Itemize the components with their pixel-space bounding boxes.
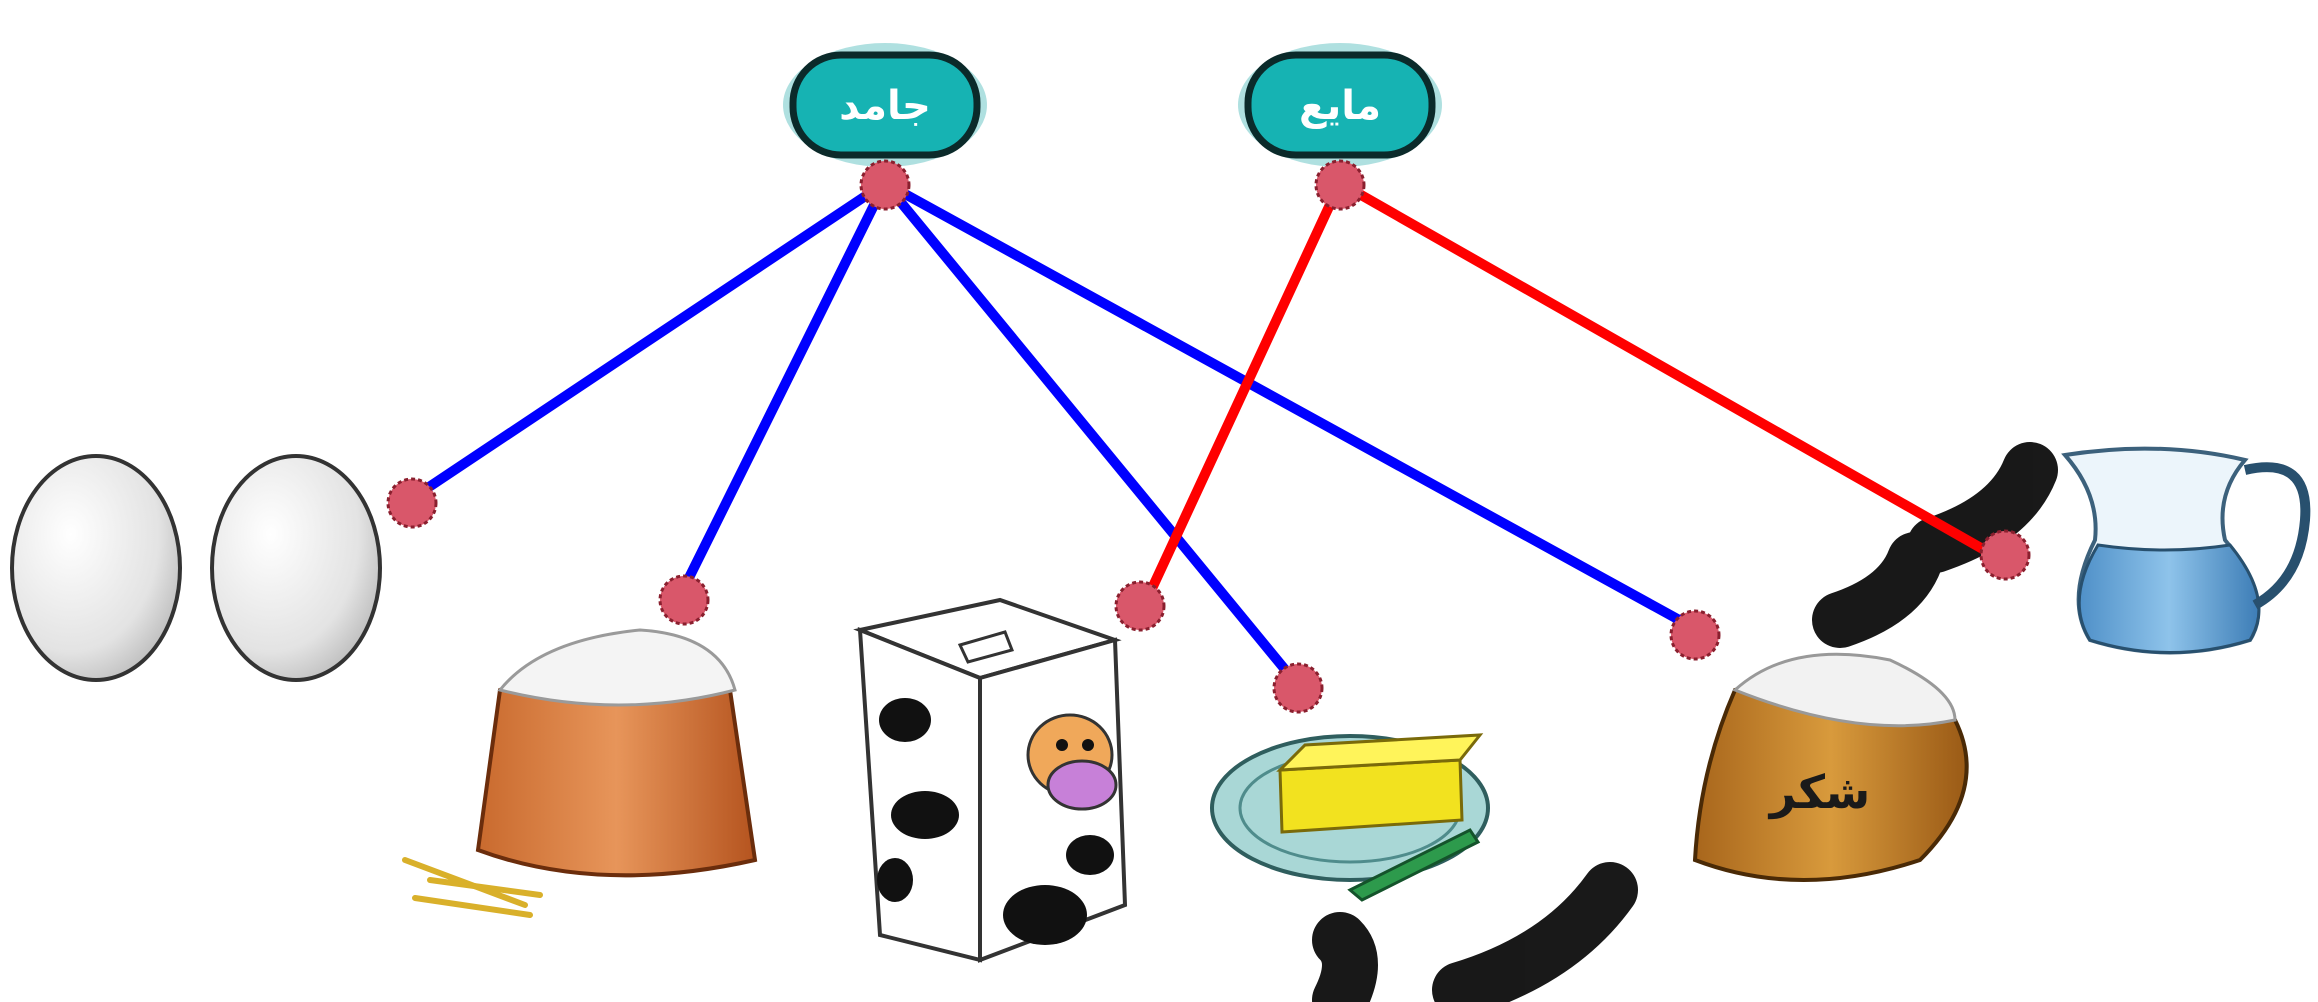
category-liquid[interactable]: مایع — [1238, 43, 1442, 167]
category-liquid-label: مایع — [1299, 83, 1381, 129]
connector-dot-milk — [1114, 580, 1166, 632]
watermark — [1312, 442, 2058, 1002]
sugar-sack-label: شکر — [1768, 765, 1871, 819]
connector-dot-water — [1979, 529, 2031, 581]
connector-dots[interactable] — [386, 159, 2031, 714]
milk-carton-icon[interactable] — [853, 597, 1128, 963]
butter-plate-icon[interactable] — [1210, 733, 1490, 902]
connector-dot-eggs — [386, 477, 438, 529]
line-solid-flour — [667, 178, 890, 617]
line-liquid-milk — [1137, 178, 1345, 615]
flour-sack-icon[interactable] — [402, 628, 758, 918]
connector-dot-solid — [859, 159, 911, 211]
connector-dot-liquid — [1314, 159, 1366, 211]
water-jug-icon[interactable] — [2061, 446, 2311, 655]
connector-dot-flour — [658, 574, 710, 626]
line-solid-butter — [880, 178, 1297, 683]
line-solid-eggs — [397, 178, 890, 510]
connector-dot-sugar — [1669, 609, 1721, 661]
connection-lines — [397, 178, 2007, 683]
eggs-icon[interactable] — [10, 454, 382, 682]
sugar-sack-icon[interactable]: شکر — [1692, 652, 1969, 882]
connector-dot-butter — [1272, 662, 1324, 714]
line-liquid-water — [1335, 178, 2007, 565]
category-solid-label: جامد — [839, 83, 931, 129]
category-solid[interactable]: جامد — [783, 43, 987, 167]
line-solid-sugar — [880, 178, 1717, 643]
